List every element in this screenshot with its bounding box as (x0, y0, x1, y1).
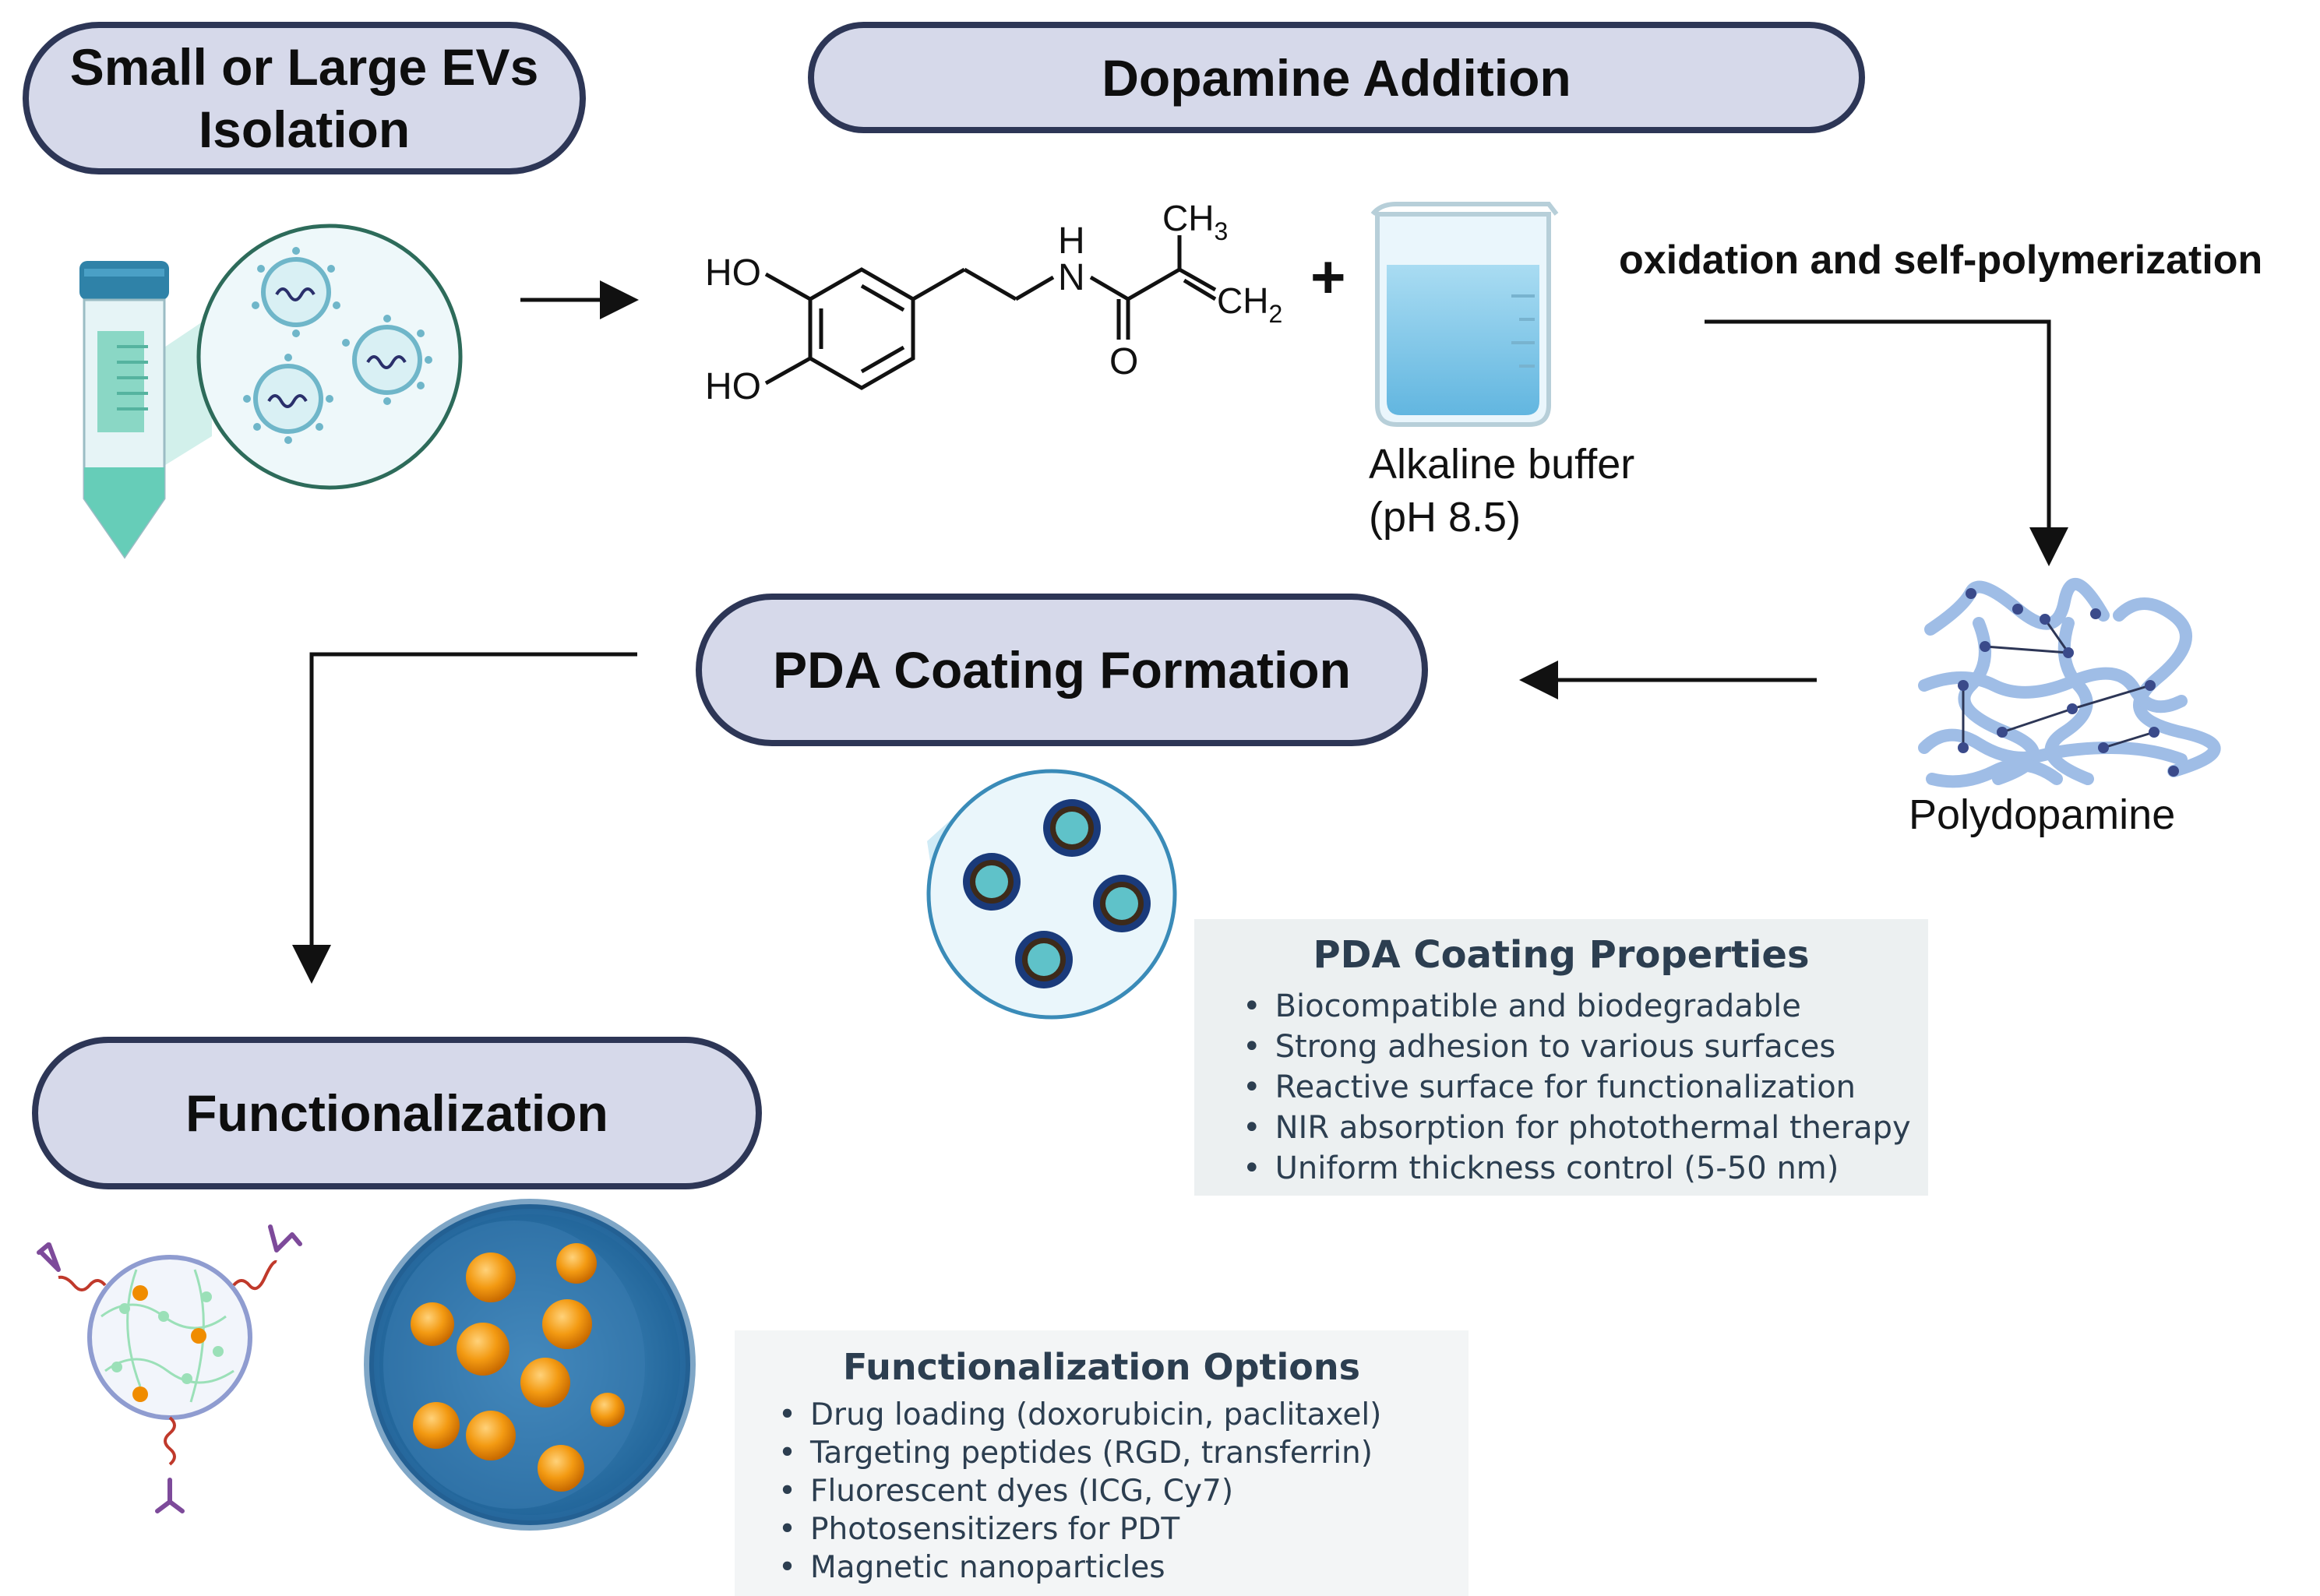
alkaline-buffer-line2: (pH 8.5) (1369, 494, 1521, 541)
step-pda-pill: PDA Coating Formation (696, 594, 1428, 746)
pda-coated-vesicle-icon (1043, 799, 1101, 857)
step-dopamine-pill: Dopamine Addition (808, 22, 1865, 133)
pda-coated-vesicle-icon (1093, 875, 1151, 932)
step-isolation-line1: Small or Large EVs (69, 38, 539, 96)
list-item: Biocompatible and biodegradable (1243, 986, 1928, 1027)
atom-ch2: CH2 (1217, 280, 1282, 328)
ev-zoom-circle-icon (196, 224, 463, 490)
atom-h: H (1058, 220, 1085, 262)
polydopamine-network-icon (1918, 577, 2221, 788)
beaker-icon (1370, 202, 1559, 427)
atom-o: O (1109, 341, 1138, 382)
list-item: Photosensitizers for PDT (778, 1510, 1469, 1548)
list-item: NIR absorption for photothermal therapy (1243, 1108, 1928, 1148)
plus-sign: + (1310, 242, 1346, 311)
pda-properties-list: Biocompatible and biodegradable Strong a… (1243, 986, 1928, 1189)
step-functionalization-title: Functionalization (185, 1084, 608, 1142)
list-item: Magnetic nanoparticles (778, 1548, 1469, 1587)
functionalization-options-box: Functionalization Options Drug loading (… (735, 1330, 1469, 1596)
functionalization-options-title: Functionalization Options (842, 1346, 1361, 1388)
centrifuge-tube-icon (79, 261, 212, 559)
nanoparticle-loaded-sphere-icon (364, 1199, 696, 1531)
alkaline-buffer-line1: Alkaline buffer (1369, 441, 1635, 488)
step-functionalization-pill: Functionalization (32, 1037, 762, 1189)
atom-ho-top: HO (705, 252, 761, 294)
extracellular-vesicle-icon (352, 325, 422, 395)
step-pda-title: PDA Coating Formation (773, 641, 1351, 699)
list-item: Reactive surface for functionalization (1243, 1067, 1928, 1108)
step-isolation-line2: Isolation (198, 100, 411, 158)
functionalization-options-list: Drug loading (doxorubicin, paclitaxel) T… (778, 1396, 1469, 1587)
step-dopamine-title: Dopamine Addition (1102, 48, 1571, 107)
arrow-oxidation-to-polydopamine (1705, 319, 2068, 566)
pda-properties-box: PDA Coating Properties Biocompatible and… (1194, 919, 1928, 1196)
functionalized-ev-icon (37, 1224, 302, 1513)
list-item: Strong adhesion to various surfaces (1243, 1027, 1928, 1067)
alkaline-buffer-label: Alkaline buffer (pH 8.5) (1369, 438, 1634, 544)
dopamine-methacrylamide-structure (764, 235, 1217, 390)
arrow-pda-to-functionalization (292, 652, 637, 984)
extracellular-vesicle-icon (261, 257, 331, 327)
pda-properties-title: PDA Coating Properties (1313, 933, 1810, 977)
atom-ho-bottom: HO (705, 366, 761, 407)
polydopamine-label: Polydopamine (1909, 791, 2176, 838)
pda-coated-ev-circle-icon (926, 769, 1177, 1020)
oxidation-label: oxidation and self-polymerization (1619, 238, 2263, 283)
atom-n: N (1058, 257, 1085, 298)
list-item: Drug loading (doxorubicin, paclitaxel) (778, 1396, 1469, 1434)
molecule-atom-labels: HO HO H N O CH3 CH2 + (705, 198, 1346, 407)
step-isolation-pill: Small or Large EVs Isolation (23, 22, 586, 174)
list-item: Fluorescent dyes (ICG, Cy7) (778, 1472, 1469, 1510)
atom-ch3: CH3 (1162, 198, 1228, 245)
list-item: Uniform thickness control (5-50 nm) (1243, 1148, 1928, 1189)
pda-coated-vesicle-icon (963, 853, 1021, 911)
extracellular-vesicle-icon (253, 364, 323, 434)
list-item: Targeting peptides (RGD, transferrin) (778, 1434, 1469, 1472)
pda-coated-vesicle-icon (1015, 931, 1073, 988)
